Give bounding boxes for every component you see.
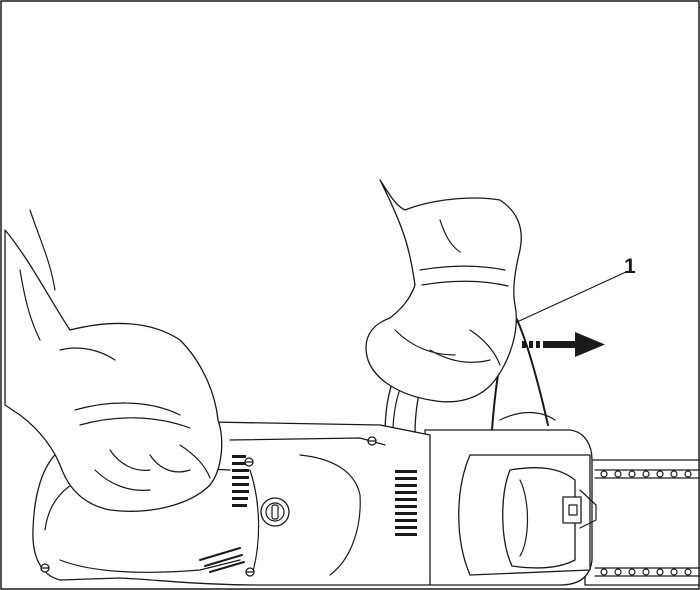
rear-vent-slots xyxy=(232,455,249,507)
left-arm-gloved-hand xyxy=(4,209,223,512)
callout-label-1: 1 xyxy=(624,255,636,278)
motor-vent-slots xyxy=(395,470,417,536)
callout-leader-line xyxy=(516,271,627,323)
direction-arrow xyxy=(522,332,605,357)
motor-housing xyxy=(424,429,597,586)
chain-links-top xyxy=(600,470,692,478)
lock-button xyxy=(260,497,290,527)
chain-links-bottom xyxy=(600,568,692,576)
right-arm-gloved-hand xyxy=(365,179,522,403)
lower-vent-slots xyxy=(199,547,245,573)
guide-bar xyxy=(584,459,700,586)
